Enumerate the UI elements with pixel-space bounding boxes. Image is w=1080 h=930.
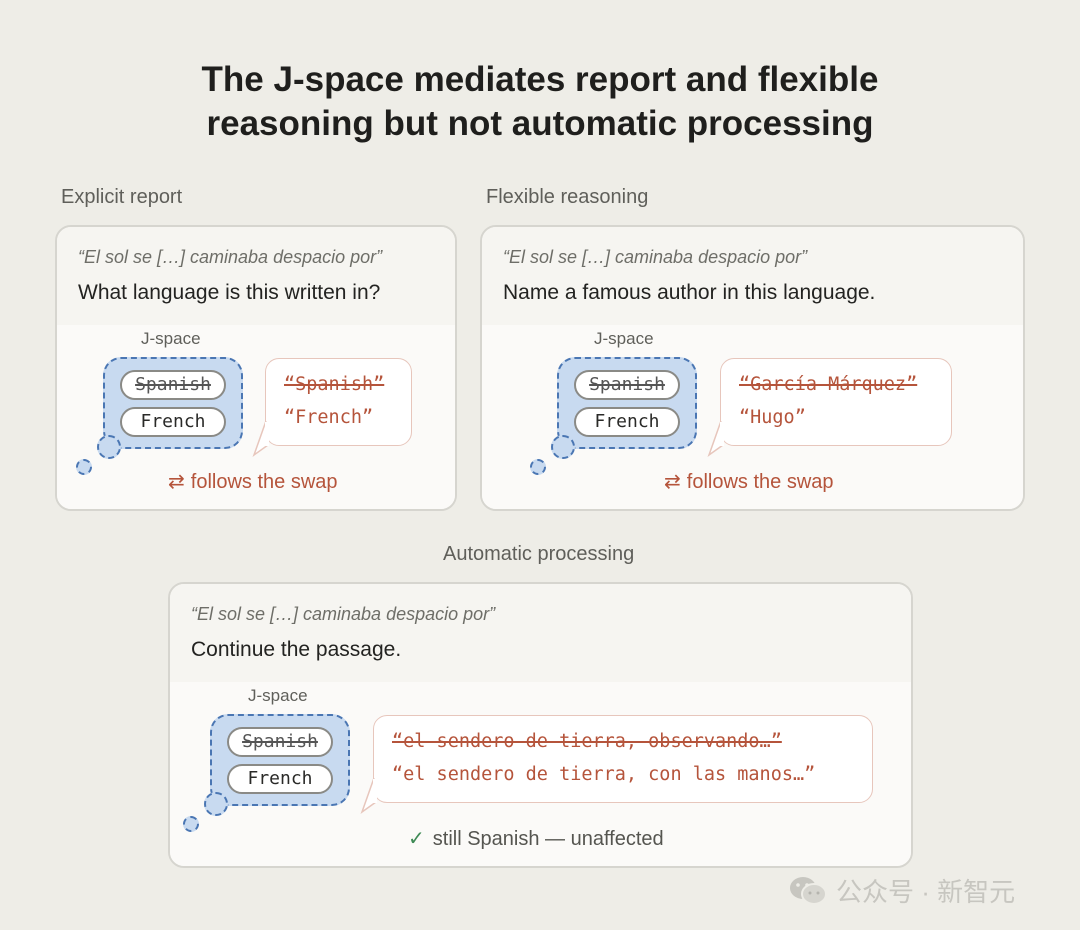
section-label-explicit-report: Explicit report <box>61 186 183 208</box>
jspace-box: Spanish French <box>557 357 697 449</box>
result-note: ⇄follows the swap <box>168 469 338 494</box>
question-text: Continue the passage. <box>191 638 402 661</box>
output-old: “García Márquez” <box>739 374 918 395</box>
thought-bubble-large <box>97 435 121 459</box>
check-icon: ✓ <box>408 828 425 850</box>
jspace-label: J-space <box>141 329 201 348</box>
speech-tail <box>707 420 724 457</box>
section-label-automatic-processing: Automatic processing <box>443 543 635 565</box>
pill-spanish-struck: Spanish <box>120 370 226 400</box>
panel-flexible-reasoning: “El sol se […] caminaba despacio por” Na… <box>480 225 1025 511</box>
output-new: “el sendero de tierra, con las manos…” <box>392 764 816 785</box>
output-new: “Hugo” <box>739 407 806 428</box>
title-line-2: reasoning but not automatic processing <box>206 104 874 143</box>
jspace-box: Spanish French <box>103 357 243 449</box>
pill-french-active: French <box>120 407 226 437</box>
jspace-box: Spanish French <box>210 714 350 806</box>
speech-tail <box>252 420 269 457</box>
prompt-area: “El sol se […] caminaba despacio por” Wh… <box>57 227 455 326</box>
thought-bubble-large <box>204 792 228 816</box>
swap-arrows-icon: ⇄ <box>168 471 185 493</box>
thought-bubble-large <box>551 435 575 459</box>
section-label-flexible-reasoning: Flexible reasoning <box>486 186 649 208</box>
jspace-label: J-space <box>248 686 308 705</box>
speech-tail <box>360 777 377 814</box>
result-note-text: follows the swap <box>190 471 338 493</box>
output-old: “Spanish” <box>284 374 385 395</box>
output-new: “French” <box>284 407 374 428</box>
pill-french-active: French <box>227 764 333 794</box>
panel-body: J-space Spanish French “García Márquez” … <box>482 325 1023 509</box>
output-old: “el sendero de tierra, observando…” <box>392 731 782 752</box>
result-note-text: follows the swap <box>686 471 834 493</box>
output-speech-bubble: “García Márquez” “Hugo” <box>707 358 952 457</box>
panel-body: J-space Spanish French “Spanish” “French… <box>57 325 455 509</box>
quoted-passage: “El sol se […] caminaba despacio por” <box>191 604 496 624</box>
panel-body: J-space Spanish French “el sendero de ti… <box>170 682 911 866</box>
panel-explicit-report: “El sol se […] caminaba despacio por” Wh… <box>55 225 457 511</box>
result-note: ✓ still Spanish — unaffected <box>408 826 664 851</box>
pill-french-active: French <box>574 407 680 437</box>
result-note-text: still Spanish — unaffected <box>432 828 664 850</box>
quoted-passage: “El sol se […] caminaba despacio por” <box>503 247 808 267</box>
prompt-area: “El sol se […] caminaba despacio por” Na… <box>482 227 1023 326</box>
result-note: ⇄follows the swap <box>664 469 834 494</box>
panel-automatic-processing: “El sol se […] caminaba despacio por” Co… <box>168 582 913 868</box>
thought-bubble-small <box>530 459 546 475</box>
figure-title: The J-space mediates report and flexible… <box>0 58 1080 146</box>
swap-arrows-icon: ⇄ <box>664 471 681 493</box>
watermark: 公众号 · 新智元 <box>788 872 1015 914</box>
pill-spanish-struck: Spanish <box>574 370 680 400</box>
output-speech-bubble: “el sendero de tierra, observando…” “el … <box>360 715 873 814</box>
title-line-1: The J-space mediates report and flexible <box>201 60 879 99</box>
pill-spanish-struck: Spanish <box>227 727 333 757</box>
question-text: Name a famous author in this language. <box>503 281 876 304</box>
watermark-text: 公众号 · 新智元 <box>836 877 1016 907</box>
wechat-icon <box>788 875 828 914</box>
prompt-area: “El sol se […] caminaba despacio por” Co… <box>170 584 911 683</box>
output-speech-bubble: “Spanish” “French” <box>252 358 412 457</box>
question-text: What language is this written in? <box>78 281 381 304</box>
thought-bubble-small <box>76 459 92 475</box>
quoted-passage: “El sol se […] caminaba despacio por” <box>78 247 383 267</box>
jspace-label: J-space <box>594 329 654 348</box>
thought-bubble-small <box>183 816 199 832</box>
